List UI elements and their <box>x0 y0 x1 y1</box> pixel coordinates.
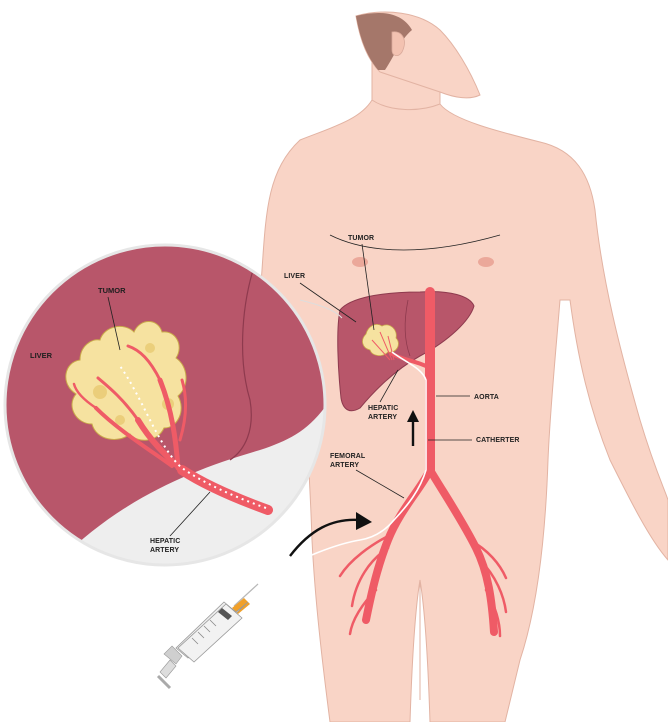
label-femoral-artery-line1: FEMORAL <box>330 453 366 460</box>
label-hepatic-artery-line2: ARTERY <box>368 414 397 421</box>
label-tumor: TUMOR <box>348 235 374 242</box>
syringe-body <box>178 604 242 662</box>
right-nipple <box>478 257 494 267</box>
syringe-plunger <box>160 660 176 678</box>
label-catheter: CATHERTER <box>476 437 520 444</box>
label-hepatic-artery-line1: HEPATIC <box>368 405 398 412</box>
label-aorta: AORTA <box>474 394 499 401</box>
inset-label-tumor: TUMOR <box>98 286 126 295</box>
left-nipple <box>352 257 368 267</box>
inset-label-liver: LIVER <box>30 351 53 360</box>
label-liver: LIVER <box>284 273 305 280</box>
label-femoral-artery-line2: ARTERY <box>330 462 359 469</box>
inset-label-hepatic-line1: HEPATIC <box>150 538 180 545</box>
syringe-icon <box>158 584 258 688</box>
inset-label-hepatic-line2: ARTERY <box>150 547 179 554</box>
